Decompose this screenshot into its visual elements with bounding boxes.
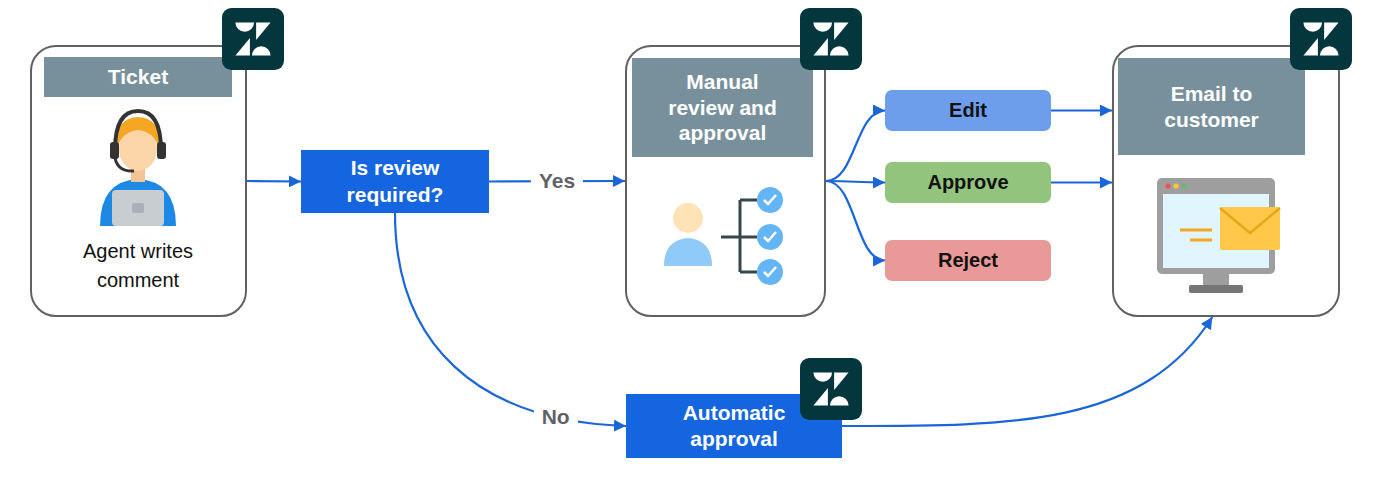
speed-lines: [1180, 230, 1212, 240]
box-label: Approve: [885, 162, 1051, 203]
flow-arrow: [842, 317, 1212, 426]
process-box: Is review required?: [301, 150, 489, 213]
box-label: Is review required?: [301, 150, 489, 213]
laptop-logo: [132, 203, 144, 213]
reviewer-body: [664, 238, 712, 266]
check-circle: [757, 187, 783, 213]
check-marks: [764, 195, 776, 276]
window-dot: [1173, 183, 1178, 188]
edge-label: Yes: [531, 168, 583, 194]
edge-label: No: [534, 404, 578, 430]
tree-lines: [721, 200, 757, 272]
box-label: Edit: [885, 90, 1051, 131]
action-pill: Approve: [885, 162, 1051, 203]
monitor-screen: [1163, 194, 1269, 268]
email-illustration: [1157, 178, 1280, 293]
panel-card: TicketAgent writes comment: [30, 45, 247, 317]
monitor-stand: [1203, 272, 1229, 285]
zendesk-logo: [222, 8, 284, 70]
agent-hair: [115, 117, 160, 156]
laptop: [112, 190, 164, 226]
check-circle: [757, 259, 783, 285]
header-band: Email to customer: [1118, 58, 1305, 155]
flow-arrow: [826, 181, 885, 261]
panel-card: Email to customer: [1112, 45, 1340, 317]
agent-body: [100, 179, 176, 226]
body-text: Agent writes comment: [58, 236, 218, 296]
flow-arrow: [395, 213, 626, 426]
header-band: Ticket: [44, 57, 232, 97]
monitor-base: [1189, 285, 1243, 293]
envelope-flap: [1220, 208, 1280, 233]
agent-face: [119, 127, 157, 171]
headset-ear: [110, 142, 119, 159]
flow-arrow: [247, 180, 301, 183]
headset-band: [115, 111, 161, 150]
window-dot: [1181, 183, 1186, 188]
header-band: Manual review and approval: [632, 58, 813, 157]
action-pill: Reject: [885, 240, 1051, 281]
check-circle: [757, 224, 783, 250]
agent-neck: [131, 164, 145, 182]
headset-mic: [115, 158, 134, 171]
panel-card: Manual review and approval: [625, 45, 826, 317]
box-label: Automatic approval: [626, 394, 842, 458]
zendesk-logo: [1290, 8, 1352, 70]
agent-illustration: [100, 111, 176, 226]
flow-arrow: [826, 181, 885, 183]
window-dot: [1165, 183, 1170, 188]
action-pill: Edit: [885, 90, 1051, 131]
headset-ear: [157, 142, 166, 159]
zendesk-logo: [800, 8, 862, 70]
flow-arrow: [1051, 181, 1112, 183]
monitor-frame: [1157, 178, 1275, 274]
reviewer-head: [673, 203, 703, 233]
review-illustration: [664, 187, 783, 285]
flow-arrow: [1051, 109, 1112, 111]
zendesk-logo: [800, 358, 862, 420]
envelope: [1220, 207, 1280, 250]
flow-arrow: [826, 111, 885, 182]
process-box: Automatic approval: [626, 394, 842, 458]
box-label: Reject: [885, 240, 1051, 281]
